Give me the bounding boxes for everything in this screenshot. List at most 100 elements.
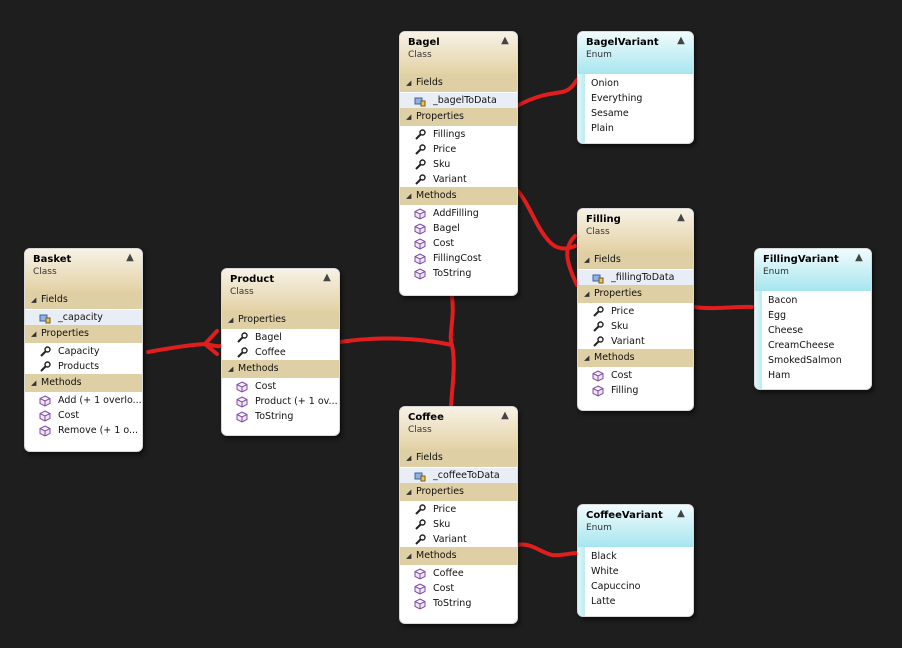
class-bagel[interactable]: Bagel Class ▲ ◢Fields _bagelToData ◢Prop… [399, 31, 518, 296]
enum-value[interactable]: Bacon [768, 295, 798, 306]
enum-value[interactable]: Everything [591, 93, 643, 104]
member-row[interactable]: Price [400, 142, 517, 157]
member-row[interactable]: Fillings [400, 127, 517, 142]
member-row[interactable]: Capacity [25, 344, 142, 359]
section-fields[interactable]: ◢Fields [578, 251, 693, 269]
section-fields[interactable]: ◢Fields [400, 449, 517, 467]
class-coffee[interactable]: Coffee Class ▲ ◢Fields _coffeeToData ◢Pr… [399, 406, 518, 624]
member-row[interactable]: Cost [400, 236, 517, 251]
class-product[interactable]: Product Class ▲ ◢Properties Bagel Coffee… [221, 268, 340, 436]
cube-icon [414, 567, 426, 580]
class-filling[interactable]: Filling Class ▲ ◢Fields _fillingToData ◢… [577, 208, 694, 411]
section-methods[interactable]: ◢Methods [25, 374, 142, 392]
enum-header[interactable]: BagelVariant Enum ▲ [578, 32, 693, 74]
enum-value[interactable]: Latte [591, 596, 616, 607]
enum-value[interactable]: Cheese [768, 325, 804, 336]
double-chevron-up-icon[interactable]: ▲ [677, 35, 685, 46]
enum-value[interactable]: White [591, 566, 619, 577]
double-chevron-up-icon[interactable]: ▲ [501, 410, 509, 421]
section-methods[interactable]: ◢Methods [400, 187, 517, 205]
double-chevron-up-icon[interactable]: ▲ [677, 508, 685, 519]
member-row[interactable]: Variant [400, 172, 517, 187]
member-row[interactable]: Add (+ 1 overlo... [25, 393, 142, 408]
member-row[interactable]: Variant [578, 334, 693, 349]
member-row[interactable]: Coffee [400, 566, 517, 581]
member-row[interactable]: Filling [578, 383, 693, 398]
enum-value[interactable]: SmokedSalmon [768, 355, 842, 366]
double-chevron-up-icon[interactable]: ▲ [323, 272, 331, 283]
enum-filling-variant[interactable]: FillingVariant Enum ▲ Bacon Egg Cheese C… [754, 248, 872, 390]
member-row[interactable]: FillingCost [400, 251, 517, 266]
double-chevron-up-icon[interactable]: ▲ [126, 252, 134, 263]
class-basket[interactable]: Basket Class ▲ ◢Fields _capacity ◢Proper… [24, 248, 143, 452]
section-methods[interactable]: ◢Methods [400, 547, 517, 565]
enum-value[interactable]: Egg [768, 310, 787, 321]
member-row[interactable]: Cost [25, 408, 142, 423]
class-name: Basket [33, 254, 72, 265]
class-header[interactable]: Bagel Class ▲ [400, 32, 517, 74]
section-properties[interactable]: ◢Properties [578, 285, 693, 303]
member-row[interactable]: _capacity [25, 310, 142, 325]
member-row[interactable]: Remove (+ 1 o... [25, 423, 142, 438]
cube-icon [39, 394, 51, 407]
member-row[interactable]: Variant [400, 532, 517, 547]
class-header[interactable]: Product Class ▲ [222, 269, 339, 311]
wrench-icon [414, 173, 426, 186]
enum-value[interactable]: CreamCheese [768, 340, 835, 351]
wrench-icon [414, 533, 426, 546]
section-fields[interactable]: ◢Fields [400, 74, 517, 92]
member-row[interactable]: Price [578, 304, 693, 319]
enum-value[interactable]: Plain [591, 123, 614, 134]
section-properties[interactable]: ◢Properties [400, 108, 517, 126]
member-row[interactable]: Cost [222, 379, 339, 394]
section-fields[interactable]: ◢Fields [25, 291, 142, 309]
member-row[interactable]: _coffeeToData [400, 468, 517, 483]
member-row[interactable]: _fillingToData [578, 270, 693, 285]
member-row[interactable]: Cost [400, 581, 517, 596]
enum-value[interactable]: Ham [768, 370, 791, 381]
double-chevron-up-icon[interactable]: ▲ [855, 252, 863, 263]
member-row[interactable]: ToString [400, 266, 517, 281]
class-header[interactable]: Filling Class ▲ [578, 209, 693, 251]
enum-name: FillingVariant [763, 254, 839, 265]
member-row[interactable]: Bagel [222, 330, 339, 345]
double-chevron-up-icon[interactable]: ▲ [501, 35, 509, 46]
member-row[interactable]: Sku [578, 319, 693, 334]
enum-coffee-variant[interactable]: CoffeeVariant Enum ▲ Black White Capucci… [577, 504, 694, 617]
member-row[interactable]: Sku [400, 517, 517, 532]
triangle-down-icon: ◢ [31, 379, 37, 387]
connector-filling-fillingvariant [692, 304, 754, 311]
cube-icon [39, 409, 51, 422]
member-row[interactable]: AddFilling [400, 206, 517, 221]
member-row[interactable]: ToString [222, 409, 339, 424]
enum-header[interactable]: CoffeeVariant Enum ▲ [578, 505, 693, 547]
connector-bagel-filling [515, 188, 579, 287]
member-row[interactable]: Price [400, 502, 517, 517]
enum-header[interactable]: FillingVariant Enum ▲ [755, 249, 871, 291]
member-row[interactable]: Cost [578, 368, 693, 383]
enum-value[interactable]: Onion [591, 78, 619, 89]
member-row[interactable]: Bagel [400, 221, 517, 236]
double-chevron-up-icon[interactable]: ▲ [677, 212, 685, 223]
enum-value[interactable]: Capuccino [591, 581, 641, 592]
member-row[interactable]: Product (+ 1 ov... [222, 394, 339, 409]
class-header[interactable]: Basket Class ▲ [25, 249, 142, 291]
enum-bagel-variant[interactable]: BagelVariant Enum ▲ Onion Everything Ses… [577, 31, 694, 144]
section-methods[interactable]: ◢Methods [222, 360, 339, 378]
section-properties[interactable]: ◢Properties [25, 325, 142, 343]
member-row[interactable]: _bagelToData [400, 93, 517, 108]
member-row[interactable]: Sku [400, 157, 517, 172]
section-properties[interactable]: ◢Properties [222, 311, 339, 329]
wrench-icon [592, 320, 604, 333]
member-row[interactable]: ToString [400, 596, 517, 611]
triangle-down-icon: ◢ [228, 365, 234, 373]
section-properties[interactable]: ◢Properties [400, 483, 517, 501]
member-row[interactable]: Products [25, 359, 142, 374]
wrench-icon [592, 305, 604, 318]
member-row[interactable]: Coffee [222, 345, 339, 360]
cube-icon [39, 424, 51, 437]
enum-value[interactable]: Black [591, 551, 617, 562]
section-methods[interactable]: ◢Methods [578, 349, 693, 367]
class-header[interactable]: Coffee Class ▲ [400, 407, 517, 449]
enum-value[interactable]: Sesame [591, 108, 629, 119]
